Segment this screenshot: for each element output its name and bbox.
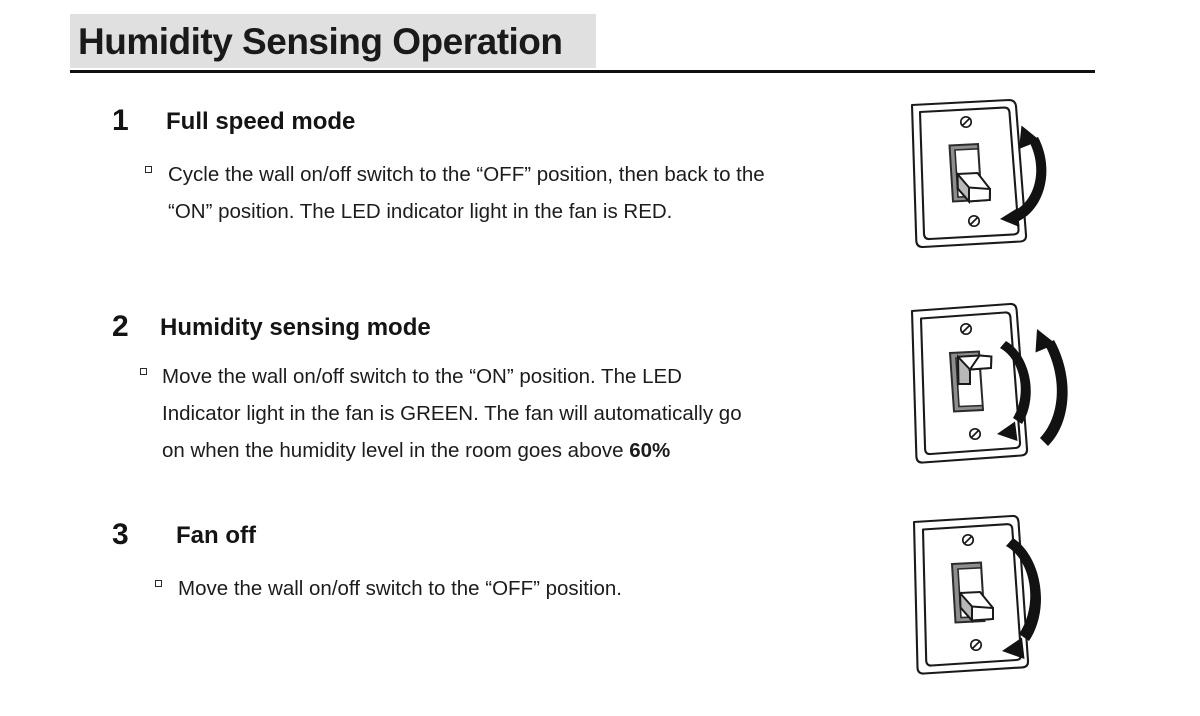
step-3-title: Fan off	[176, 522, 256, 549]
step-2-body-text: Move the wall on/off switch to the “ON” …	[162, 365, 742, 462]
screw-icon-bottom	[968, 427, 982, 441]
screw-icon-top	[961, 533, 975, 547]
toggle-switch-body	[948, 350, 993, 413]
wall-switch-illustration-3	[893, 508, 1083, 693]
hollow-square-bullet-icon	[145, 166, 152, 173]
step-2-heading: 2 Humidity sensing mode	[0, 310, 830, 344]
toggle-switch-body	[950, 561, 994, 624]
step-3-heading: 3 Fan off	[0, 518, 830, 552]
curved-arrow-up-icon	[1000, 125, 1047, 227]
wall-switch-illustration-1	[893, 96, 1083, 266]
curved-arrow-up-icon	[1035, 329, 1068, 446]
steps-list: 1 Full speed mode Cycle the wall on/off …	[0, 104, 830, 600]
step-2-title: Humidity sensing mode	[160, 314, 431, 341]
step-1-heading: 1 Full speed mode	[0, 104, 830, 138]
curved-arrow-down-icon	[1002, 538, 1041, 659]
page-title: Humidity Sensing Operation	[78, 21, 563, 62]
step-item-3: 3 Fan off Move the wall on/off switch to…	[0, 518, 830, 600]
screw-icon-top	[959, 115, 973, 129]
hollow-square-bullet-icon	[155, 580, 162, 587]
step-3-number: 3	[112, 518, 129, 551]
step-item-2: 2 Humidity sensing mode Move the wall on…	[0, 310, 830, 462]
curved-arrow-down-icon	[997, 341, 1031, 441]
step-1-body-text: Cycle the wall on/off switch to the “OFF…	[168, 163, 765, 223]
screw-icon-bottom	[967, 214, 981, 228]
step-1-number: 1	[112, 104, 129, 137]
step-item-1: 1 Full speed mode Cycle the wall on/off …	[0, 104, 830, 223]
step-2-number: 2	[112, 310, 129, 343]
page-header: Humidity Sensing Operation	[0, 0, 1200, 80]
screw-icon-bottom	[969, 638, 983, 652]
header-highlight-band	[70, 14, 596, 68]
step-3-body-text: Move the wall on/off switch to the “OFF”…	[178, 577, 622, 600]
wall-switch-illustration-2	[893, 298, 1083, 481]
screw-icon-top	[959, 322, 973, 336]
header-divider-rule	[70, 70, 1095, 73]
hollow-square-bullet-icon	[140, 368, 147, 375]
toggle-switch-body	[948, 142, 992, 205]
step-1-title: Full speed mode	[166, 108, 356, 135]
